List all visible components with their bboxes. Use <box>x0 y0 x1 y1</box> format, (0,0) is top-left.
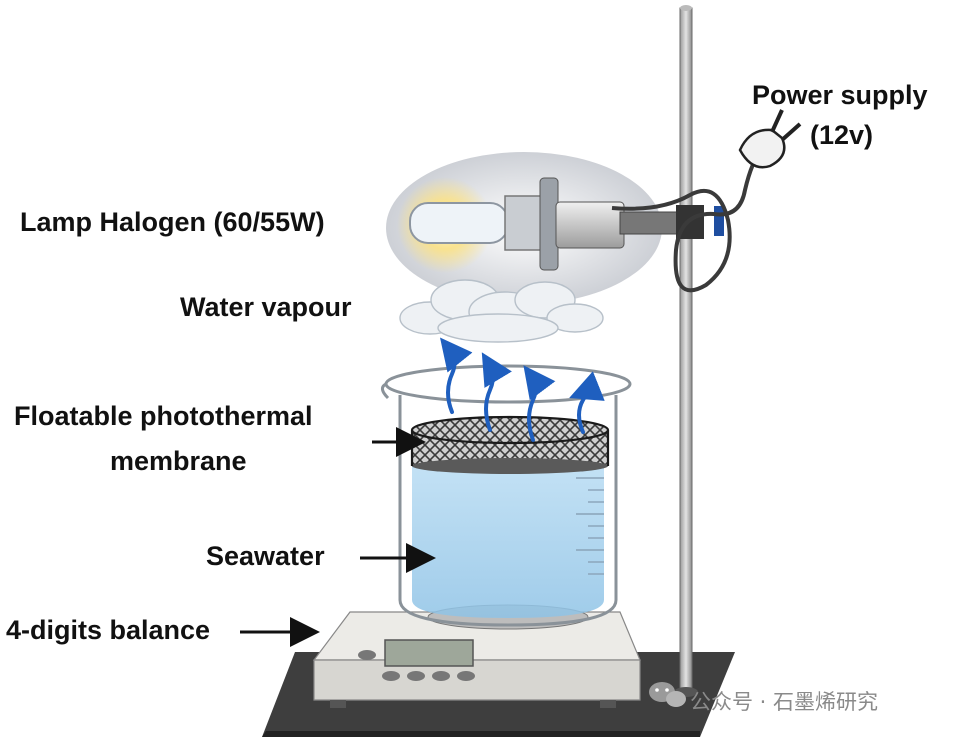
power-supply-voltage-label: (12v) <box>810 120 874 150</box>
balance-label: 4-digits balance <box>6 615 211 645</box>
plug-icon <box>738 109 802 169</box>
power-supply-label: Power supply <box>752 80 928 110</box>
vapour-cloud <box>399 279 604 343</box>
digital-balance <box>312 604 641 708</box>
seawater-label: Seawater <box>206 541 325 571</box>
halogen-lamp <box>386 152 724 304</box>
membrane-label-line1: Floatable photothermal <box>14 401 313 431</box>
evaporation-arrows <box>440 337 605 442</box>
membrane-label-line2: membrane <box>110 446 247 476</box>
power-cable <box>611 148 764 293</box>
pointer-arrows <box>240 427 436 647</box>
beaker <box>381 364 632 627</box>
water-vapour-label: Water vapour <box>180 292 352 322</box>
retort-stand-rod <box>674 5 698 697</box>
watermark-text: 公众号 · 石墨烯研究 <box>690 690 879 714</box>
wechat-icon <box>649 682 686 707</box>
lamp-label: Lamp Halogen (60/55W) <box>20 207 325 237</box>
photothermal-membrane <box>410 415 610 474</box>
balance-display <box>384 639 474 667</box>
